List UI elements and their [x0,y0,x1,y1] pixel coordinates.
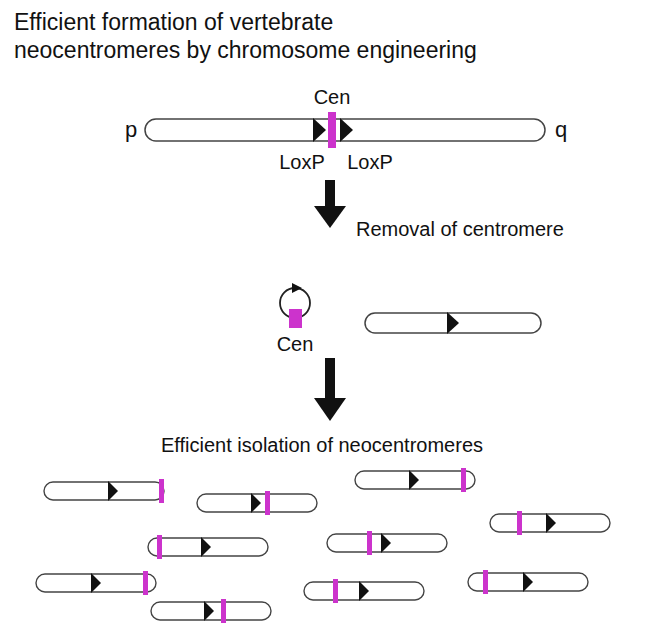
neocentromere [143,571,148,595]
title: Efficient formation of vertebrate neocen… [14,8,494,64]
label: Cen [314,86,351,109]
chromosome [490,514,610,532]
loxp-site [546,513,556,533]
chromosome [304,582,424,600]
chromosome [148,538,268,556]
neocentromere [483,570,488,594]
loxp-site [204,601,214,621]
loxp-site [201,537,211,557]
loxp-site [523,572,533,592]
chromosome [327,534,447,552]
loxp-site [313,118,326,142]
process-arrow [325,358,335,400]
neocentromere [461,468,466,492]
process-arrow [314,206,346,228]
neocentromere [221,599,226,623]
neocentromere [265,491,270,515]
label: LoxP [279,151,325,174]
loxp-site [91,573,101,593]
centromere [328,112,336,148]
loxp-site [292,283,302,293]
neocentromere [333,579,338,603]
label: Removal of centromere [356,218,564,241]
chromosome [365,313,541,333]
neocentromere [157,535,162,559]
chromosome [36,574,156,592]
loxp-site [447,312,459,334]
loxp-site [108,481,118,501]
label: p [125,117,137,142]
label: q [555,117,567,142]
process-arrow [325,180,335,208]
loxp-site [340,118,353,142]
chromosome [355,471,475,489]
chromosome [151,602,271,620]
loxp-site [359,581,369,601]
label: Cen [277,333,314,356]
centromere [289,309,302,328]
loxp-site [251,493,261,513]
chromosome [145,119,545,141]
neocentromere [367,531,372,555]
chromosome [44,482,164,500]
process-arrow [314,398,346,421]
loxp-site [409,470,419,490]
chromosome [197,494,317,512]
neocentromere [517,511,522,535]
label: Efficient isolation of neocentromeres [161,434,483,457]
loxp-site [381,533,391,553]
neocentromere [159,479,164,503]
label: LoxP [347,151,393,174]
